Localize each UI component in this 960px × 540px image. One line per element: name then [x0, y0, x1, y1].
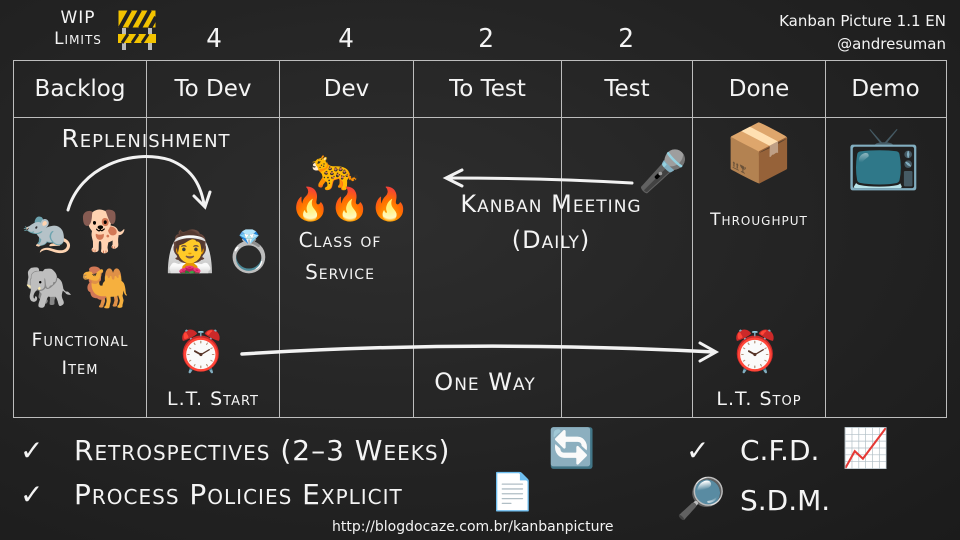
magnifying-glass-icon: 🔎	[676, 476, 726, 522]
replenishment-arrow	[66, 155, 206, 212]
throughput-label: Throughput	[710, 210, 808, 230]
television-icon: 📺	[846, 123, 921, 193]
column-header-backlog: Backlog	[34, 76, 126, 102]
column-divider	[279, 60, 280, 418]
check-mark: ✓	[686, 434, 710, 467]
lt-start-label: L.T. Start	[167, 388, 259, 410]
microphone-icon: 🎤	[638, 149, 688, 195]
functional-item-label: Functional Item	[31, 329, 129, 379]
check-mark: ✓	[20, 434, 44, 467]
bride-icon: 👰	[165, 229, 215, 275]
header-divider	[13, 117, 947, 118]
check-mark: ✓	[20, 478, 44, 511]
blog-url[interactable]: http://blogdocaze.com.br/kanbanpicture	[332, 519, 614, 535]
sdm-label: S.D.M.	[740, 484, 831, 517]
column-divider	[825, 60, 826, 418]
column-header-to-dev: To Dev	[174, 76, 252, 102]
fire-icon: 🔥🔥🔥	[290, 185, 410, 223]
refresh-icon: 🔄	[548, 426, 596, 470]
alarm-clock-icon: ⏰	[730, 329, 780, 375]
retrospectives-label: Retrospectives (2–3 Weeks)	[74, 434, 451, 467]
replenishment-label: Replenishment	[61, 124, 231, 153]
dog-icon: 🐕	[80, 209, 130, 255]
daily-label: (Daily)	[511, 226, 591, 254]
column-header-done: Done	[728, 76, 790, 102]
column-divider	[561, 60, 562, 418]
process-policies-label: Process Policies Explicit	[74, 478, 403, 511]
document-icon: 📄	[490, 472, 535, 513]
credit: Kanban Picture 1.1 EN @andresuman	[779, 10, 946, 56]
camel-icon: 🐫	[80, 265, 130, 311]
one-way-arrow	[240, 344, 716, 356]
column-header-test: Test	[604, 76, 650, 102]
kanban-meeting-label: Kanban Meeting	[460, 190, 642, 218]
kanban-board	[13, 60, 947, 418]
column-header-dev: Dev	[323, 76, 370, 102]
wip-limit-dev: 4	[338, 24, 354, 54]
construction-barrier-icon	[116, 8, 158, 52]
column-header-demo: Demo	[851, 76, 920, 102]
one-way-label: One Way	[434, 368, 536, 396]
wip-limit-to-test: 2	[478, 24, 494, 54]
alarm-clock-icon: ⏰	[176, 329, 226, 375]
wip-limit-test: 2	[618, 24, 634, 54]
wip-limit-to-dev: 4	[206, 24, 222, 54]
column-header-to-test: To Test	[449, 76, 526, 102]
diagram-title: Kanban Picture 1.1 EN	[779, 12, 946, 30]
chart-increasing-icon: 📈	[842, 426, 890, 470]
leopard-icon: 🐆	[310, 147, 360, 193]
elephant-icon: 🐘	[24, 265, 74, 311]
lt-stop-label: L.T. Stop	[716, 388, 802, 410]
rat-icon: 🐀	[22, 209, 72, 255]
author-handle: @andresuman	[837, 35, 946, 53]
column-divider	[146, 60, 147, 418]
column-divider	[413, 60, 414, 418]
column-divider	[692, 60, 693, 418]
cfd-label: C.F.D.	[740, 434, 820, 467]
wip-limits-label: WIP Limits	[54, 8, 102, 49]
meeting-arrow	[446, 176, 634, 185]
ring-icon: 💍	[224, 229, 274, 275]
class-of-service-label: Class of Service	[298, 228, 382, 284]
package-box-icon: 📦	[724, 121, 794, 186]
